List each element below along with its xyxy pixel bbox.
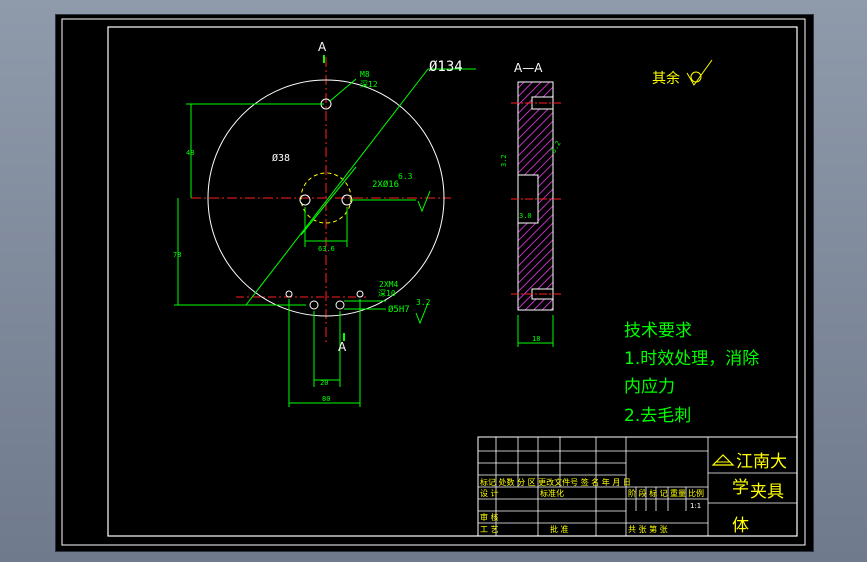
tb-stage-mark: 阶 段 标 记 (628, 488, 668, 498)
tb-audit: 审 核 (480, 512, 499, 522)
sheet-border-outer (61, 18, 806, 546)
tb-standardize: 标准化 (540, 488, 564, 498)
section-label-top: A (318, 40, 327, 54)
tb-revision-row: 标记 处数 分 区 更改文件号 签 名 年 月 日 (480, 477, 631, 487)
main-view: Ø38 Ø134 2XØ16 M8 深12 2XM4 深10 Ø5H7 63.6… (173, 40, 476, 407)
tech-line-2: 内应力 (624, 377, 675, 397)
section-view: A—A 18 3.2 3.2 3.0 (500, 61, 563, 347)
dim-dia-outer: Ø134 (429, 59, 463, 75)
dim-pin-hole: Ø5H7 (388, 304, 410, 315)
tb-scale: 比例 (688, 488, 704, 498)
roughness-r2: 3.2 (416, 298, 431, 307)
tb-approve: 批 准 (550, 524, 569, 534)
dim-left-1: 48 (186, 149, 194, 157)
company-name: 江南大 (736, 452, 787, 472)
section-label-bottom: A (338, 340, 347, 354)
dim-tap-bottom: 2XM4 (379, 280, 398, 289)
dim-tap-bottom-depth: 深10 (378, 289, 396, 298)
company-logo-icon (711, 454, 735, 466)
tb-sheets: 共 张 第 张 (628, 524, 668, 534)
tech-line-1: 1.时效处理，消除 (624, 349, 759, 369)
dim-section-width: 18 (532, 335, 540, 343)
pin-hole-right (335, 300, 345, 310)
dim-bottom-1: 20 (320, 379, 328, 387)
tech-requirements: 技术要求 1.时效处理，消除 内应力 2.去毛刺 (624, 321, 759, 426)
roughness-symbol-icon (686, 59, 713, 86)
sheet-border-inner (107, 26, 798, 537)
dim-tap-top: M8 (360, 70, 370, 79)
tb-scale-value: 1:1 (690, 502, 701, 510)
dim-left-2: 78 (173, 251, 181, 259)
section-title: A—A (514, 61, 543, 75)
roughness-r3: 3.2 (500, 154, 508, 167)
hole-left (299, 194, 311, 206)
tech-line-3: 2.去毛刺 (624, 406, 691, 426)
bore-circle (300, 172, 352, 224)
pin-hole-left (309, 300, 319, 310)
dim-holes-2x: 2XØ16 (372, 179, 399, 190)
tb-design: 设 计 (480, 488, 499, 498)
tech-heading: 技术要求 (624, 321, 692, 341)
title-block: 标记 处数 分 区 更改文件号 签 名 年 月 日 设 计 标准化 审 核 工 … (477, 436, 798, 537)
roughness-r1: 6.3 (398, 172, 413, 181)
tap-hole-bottom-left (285, 290, 293, 298)
part-name-2: 体 (732, 516, 749, 536)
cad-drawing-viewport[interactable]: Ø38 Ø134 2XØ16 M8 深12 2XM4 深10 Ø5H7 63.6… (55, 14, 814, 552)
roughness-rest-label: 其余 (652, 70, 680, 87)
roughness-r5: 3.0 (519, 212, 532, 220)
company-name-2: 学 (732, 478, 749, 498)
roughness-rest-note: 其余 (652, 59, 713, 87)
outer-circle (207, 79, 445, 317)
dim-bottom-2: 80 (322, 395, 330, 403)
dim-small-h: 63.6 (318, 245, 335, 253)
tb-weight: 重量 (670, 488, 686, 498)
dia-leader (245, 68, 429, 306)
part-name: 夹具 (750, 482, 784, 502)
tap-hole-bottom-right (356, 290, 364, 298)
drawing-canvas: Ø38 Ø134 2XØ16 M8 深12 2XM4 深10 Ø5H7 63.6… (61, 18, 806, 546)
tb-process: 工 艺 (480, 525, 499, 534)
dim-dia-hole: Ø38 (272, 152, 290, 164)
dim-tap-top-depth: 深12 (360, 80, 378, 89)
